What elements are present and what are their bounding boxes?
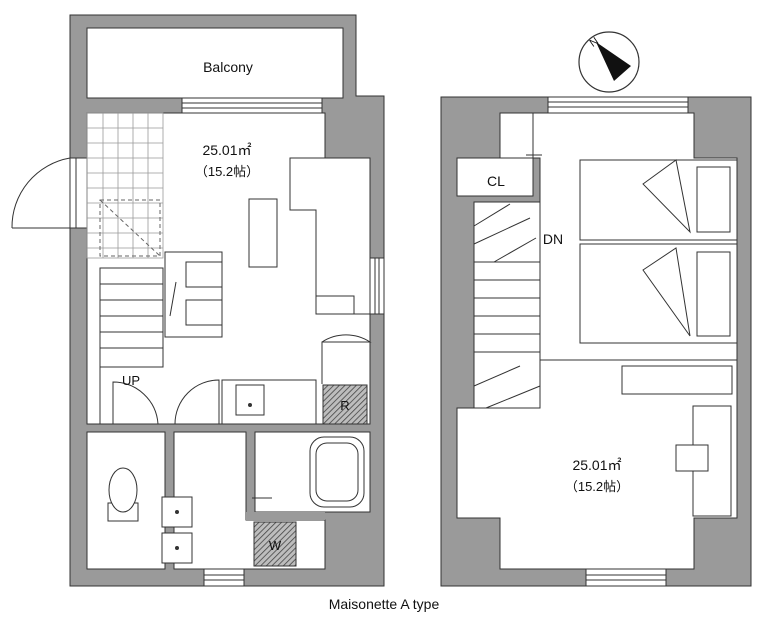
shoe-cabinet bbox=[99, 199, 161, 257]
balcony bbox=[86, 27, 344, 99]
beds bbox=[579, 159, 738, 344]
dn-label: DN bbox=[543, 231, 563, 247]
up-label: UP bbox=[122, 373, 140, 388]
closet-label: CL bbox=[487, 173, 505, 189]
compass-icon: N bbox=[578, 31, 640, 93]
lower-tatami-label: （15.2帖） bbox=[195, 164, 259, 179]
balcony-label: Balcony bbox=[203, 59, 253, 75]
lower-floor: Balcony 25.01㎡ （15.2帖） UP R W bbox=[11, 14, 385, 587]
kitchen-sink bbox=[235, 384, 265, 416]
stairs-down bbox=[473, 201, 541, 409]
closet bbox=[456, 157, 534, 197]
plan-caption: Maisonette A type bbox=[328, 596, 440, 612]
lower-area-label: 25.01㎡ bbox=[202, 142, 251, 158]
stair-door[interactable] bbox=[112, 381, 159, 425]
fridge bbox=[322, 384, 368, 425]
upper-floor: CL DN 25.01㎡ （15.2帖） bbox=[440, 96, 752, 587]
upper-tatami-label: （15.2帖） bbox=[565, 479, 629, 494]
right-door[interactable] bbox=[321, 334, 372, 384]
fridge-label: R bbox=[340, 398, 349, 413]
balcony-window bbox=[181, 97, 323, 114]
toilet bbox=[107, 467, 139, 522]
washer bbox=[253, 521, 297, 567]
bathtub bbox=[309, 436, 365, 508]
upper-area-label: 25.01㎡ bbox=[572, 457, 621, 473]
shelf bbox=[621, 365, 733, 395]
entrance-door[interactable] bbox=[11, 157, 71, 229]
chairs bbox=[185, 261, 223, 326]
washer-label: W bbox=[269, 538, 282, 553]
coffee-table bbox=[248, 198, 278, 268]
stairs-up bbox=[99, 267, 164, 424]
desk-chair bbox=[675, 444, 709, 472]
kitchen-door[interactable] bbox=[174, 379, 220, 425]
